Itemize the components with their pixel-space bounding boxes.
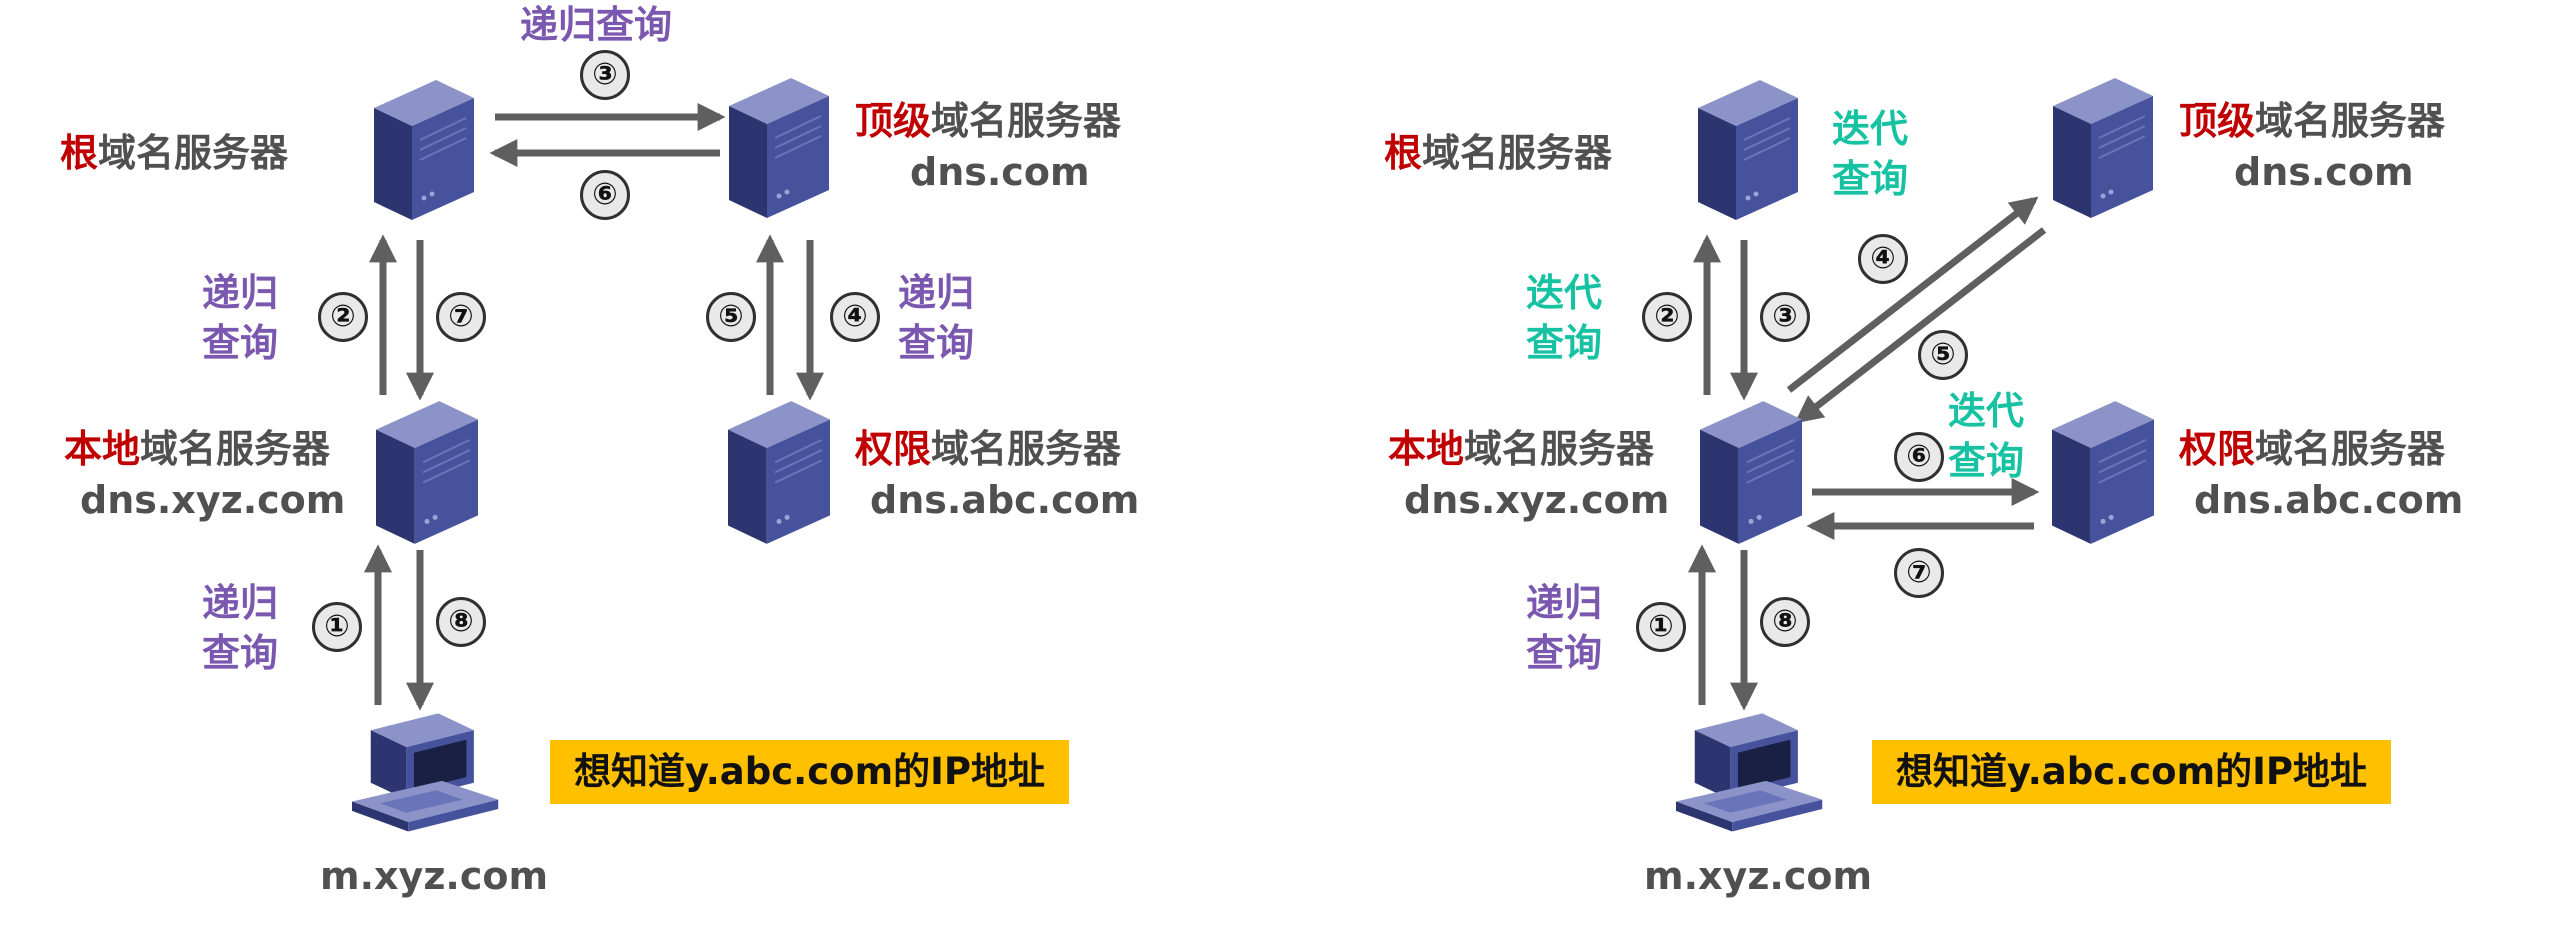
step-8-badge: ⑧	[436, 597, 486, 647]
root-server-icon	[1697, 80, 1799, 220]
iterative-query-diagram: 根域名服务器 顶级域名服务器 dns.com 本地域名服务器 dns.xyz.c…	[1324, 0, 2560, 938]
query-type-authoritative: 迭代查询	[1948, 389, 2025, 483]
recursive-query-diagram: 根域名服务器 顶级域名服务器 dns.com 本地域名服务器 dns.xyz.c…	[60, 3, 1140, 898]
step-1-badge: ①	[1636, 602, 1686, 652]
step-4-badge: ④	[830, 292, 880, 342]
query-type-local-root: 迭代查询	[1526, 271, 1603, 365]
arrows-layer	[1688, 196, 2047, 711]
local-server-icon	[1700, 400, 1802, 545]
root-server-label: 根域名服务器	[60, 131, 289, 175]
step-5-badge: ⑤	[1918, 330, 1968, 380]
local-server-label: 本地域名服务器	[64, 427, 331, 471]
root-server-icon	[373, 80, 475, 220]
query-goal-note: 想知道y.abc.com的IP地址	[550, 740, 1070, 804]
authoritative-server-label: 权限域名服务器	[2179, 427, 2446, 471]
client-host: m.xyz.com	[1644, 854, 1873, 898]
query-type-root: 迭代查询	[1832, 107, 1909, 201]
authoritative-server-icon	[728, 400, 830, 545]
tld-server-host: dns.com	[2234, 150, 2414, 194]
root-server-label: 根域名服务器	[1384, 131, 1613, 175]
query-type-tld-auth: 递归查询	[898, 271, 975, 365]
step-6-badge: ⑥	[1894, 432, 1944, 482]
arrow-step-4	[1786, 196, 2039, 393]
tld-server-label: 顶级域名服务器	[2179, 99, 2446, 143]
client-host: m.xyz.com	[320, 854, 549, 898]
query-goal-note: 想知道y.abc.com的IP地址	[1872, 740, 2392, 804]
step-3-badge: ③	[580, 50, 630, 100]
authoritative-server-host: dns.abc.com	[2194, 478, 2464, 522]
local-server-host: dns.xyz.com	[80, 478, 346, 522]
tld-server-label: 顶级域名服务器	[855, 99, 1122, 143]
local-server-host: dns.xyz.com	[1404, 478, 1670, 522]
tld-server-icon	[2052, 78, 2154, 218]
step-8-badge: ⑧	[1760, 597, 1810, 647]
step-7-badge: ⑦	[1894, 548, 1944, 598]
arrow-step-5	[1794, 227, 2047, 424]
step-2-badge: ②	[318, 292, 368, 342]
query-type-client: 递归查询	[1526, 581, 1603, 675]
authoritative-server-icon	[2052, 400, 2154, 545]
client-computer-icon	[1676, 708, 1826, 833]
step-6-badge: ⑥	[580, 170, 630, 220]
authoritative-server-host: dns.abc.com	[870, 478, 1140, 522]
step-7-badge: ⑦	[436, 292, 486, 342]
arrows-layer	[364, 103, 824, 711]
step-2-badge: ②	[1642, 292, 1692, 342]
authoritative-server-label: 权限域名服务器	[855, 427, 1122, 471]
step-5-badge: ⑤	[706, 292, 756, 342]
query-type-top: 递归查询	[520, 3, 673, 47]
query-type-root-local: 递归查询	[202, 271, 279, 365]
query-type-client: 递归查询	[202, 581, 279, 675]
client-computer-icon	[352, 708, 502, 833]
step-1-badge: ①	[312, 602, 362, 652]
tld-server-host: dns.com	[910, 150, 1090, 194]
tld-server-icon	[728, 78, 830, 218]
step-3-badge: ③	[1760, 292, 1810, 342]
local-server-label: 本地域名服务器	[1388, 427, 1655, 471]
step-4-badge: ④	[1858, 234, 1908, 284]
local-server-icon	[376, 400, 478, 545]
